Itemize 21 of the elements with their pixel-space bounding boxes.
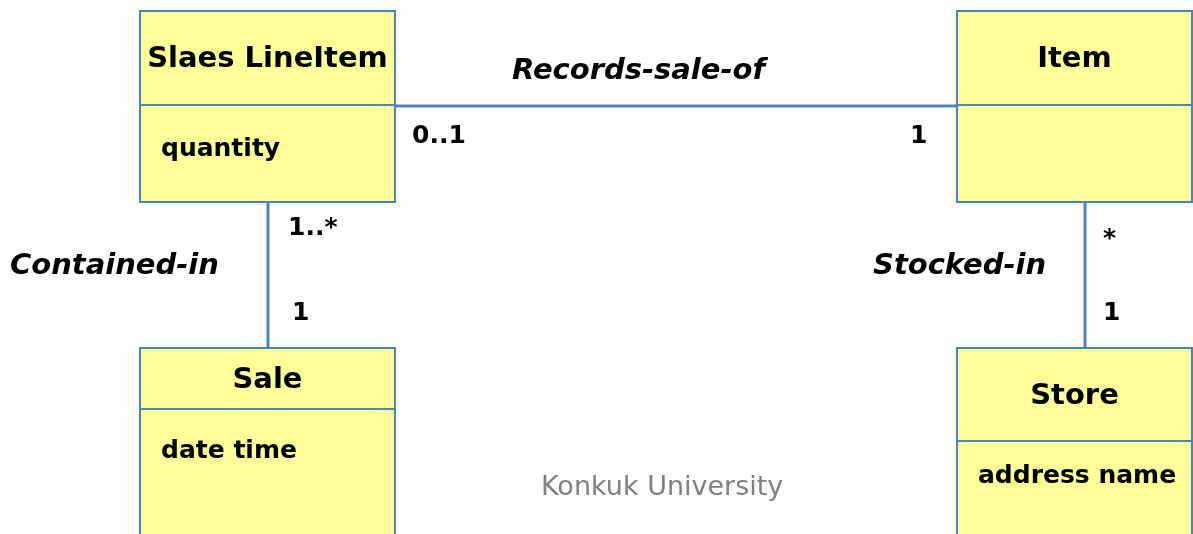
- class-box: [956, 10, 1193, 203]
- multiplicity: 0..1: [412, 120, 466, 149]
- class-box: [139, 347, 396, 534]
- class-name: Store: [1030, 375, 1119, 413]
- class-name: Slaes LineItem: [147, 39, 388, 77]
- attribute-list: quantity: [161, 130, 388, 167]
- multiplicity: 1: [1103, 297, 1121, 326]
- association-line: [396, 104, 956, 108]
- association-line: [266, 203, 270, 347]
- class-name: Sale: [232, 359, 303, 397]
- association-line: [1083, 203, 1087, 347]
- class-name: Item: [1037, 39, 1112, 77]
- multiplicity: 1..*: [288, 212, 338, 241]
- multiplicity: *: [1103, 223, 1117, 252]
- multiplicity: 1: [910, 120, 928, 149]
- attribute-list: address name: [978, 457, 1185, 494]
- multiplicity: 1: [292, 297, 310, 326]
- class-box: [956, 347, 1193, 534]
- attribute-list: date time: [161, 432, 388, 469]
- class-box: [139, 10, 396, 203]
- footer-text: Konkuk University: [541, 470, 784, 501]
